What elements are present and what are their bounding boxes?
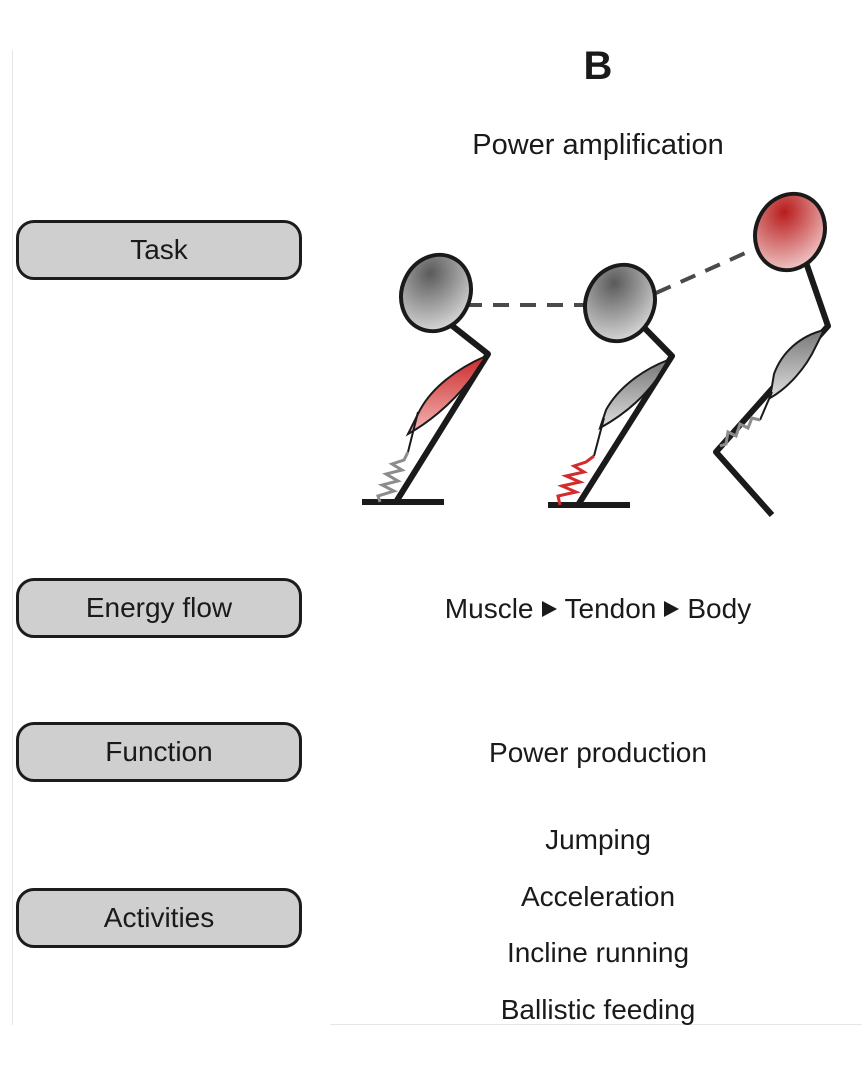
tendon-link <box>593 417 605 457</box>
panel-heading: Power amplification <box>472 129 724 161</box>
body-mass-launched <box>753 191 827 273</box>
muscle-inactive <box>768 328 826 400</box>
function-value: Power production <box>489 737 707 768</box>
left-divider <box>12 50 13 1025</box>
muscle-active <box>405 353 489 437</box>
arrow-right-icon <box>664 600 680 617</box>
leg-segments <box>393 310 491 504</box>
trajectory-dash-rise <box>655 248 753 295</box>
row-label-activities-text: Activities <box>103 902 215 933</box>
body-mass <box>583 262 657 344</box>
row-label-activities: Activities <box>16 888 302 948</box>
panel-letter: B <box>583 44 613 88</box>
energy-flow-value: Muscle Tendon Body <box>400 592 796 626</box>
row-label-energy-flow: Energy flow <box>16 578 302 638</box>
tendon-link <box>759 391 773 421</box>
leg-2-loading <box>548 262 675 508</box>
leg-3-extended <box>713 191 831 517</box>
energy-step-body: Body <box>687 593 752 624</box>
bottom-divider <box>330 1024 862 1025</box>
row-label-task: Task <box>16 220 302 280</box>
tendon-spring-relaxed <box>376 451 410 503</box>
activity-item: Jumping <box>545 824 651 855</box>
activity-item: Ballistic feeding <box>500 993 696 1025</box>
tendon-link <box>407 411 419 453</box>
tendon-spring-relaxed <box>719 416 761 448</box>
body-mass <box>399 252 473 334</box>
arrow-right-icon <box>541 600 557 617</box>
activity-item: Incline running <box>506 937 690 968</box>
leg-1-crouched <box>362 252 491 505</box>
row-label-function: Function <box>16 722 302 782</box>
energy-step-tendon: Tendon <box>564 593 657 624</box>
row-label-task-text: Task <box>130 234 188 265</box>
tendon-spring-stretched <box>556 454 595 506</box>
activities-list: Jumping Acceleration Incline running Bal… <box>400 820 796 1046</box>
row-label-energy-flow-text: Energy flow <box>85 592 233 623</box>
energy-step-muscle: Muscle <box>444 593 534 624</box>
row-label-function-text: Function <box>105 736 213 767</box>
activity-item: Acceleration <box>520 880 676 912</box>
